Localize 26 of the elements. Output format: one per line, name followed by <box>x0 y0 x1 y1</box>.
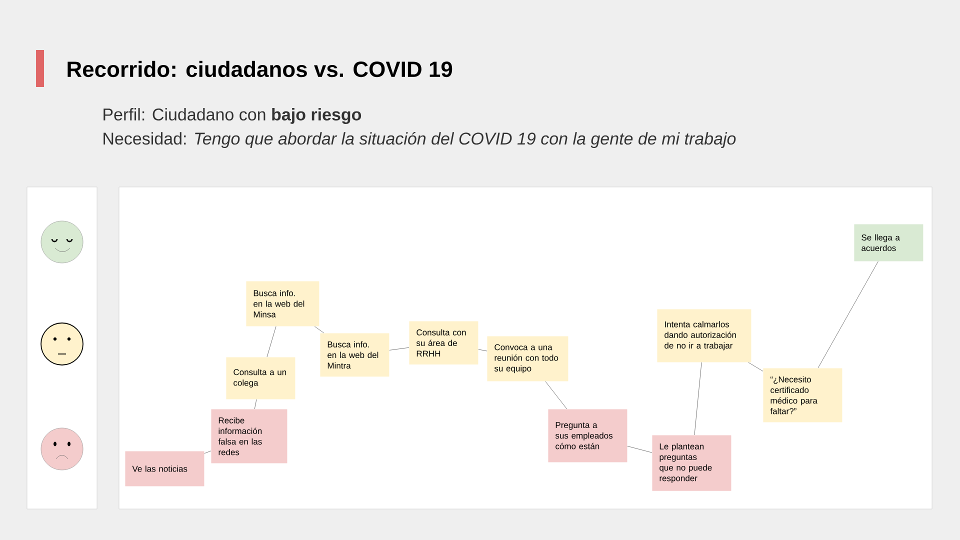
sticky-note: Busca info. en la web del Mintra <box>320 333 390 377</box>
connector-line <box>748 362 764 372</box>
sticky-note: Pregunta a sus empleados cómo están <box>548 409 628 462</box>
connector-line <box>818 261 878 368</box>
connector-line <box>266 326 276 358</box>
sticky-note: Recibe información falsa en las redes <box>211 409 288 464</box>
connector-line <box>478 349 488 352</box>
subtitle: Necesidad: Tengo que abordar la situación del COVID 19 con la gente de mi trabajo <box>104 132 736 148</box>
subtitle: Perfil: Ciudadano con bajo riesgo <box>104 108 362 124</box>
connector-line <box>545 381 568 410</box>
sticky-note: Le plantean preguntas que no puede responder <box>652 435 732 491</box>
sticky-note: Consulta con su área de RRHH <box>409 321 478 365</box>
connector-line <box>627 446 652 453</box>
connector-line <box>254 399 257 410</box>
sticky-note: Ve las noticias <box>125 451 204 486</box>
sticky-note: Intenta calmarlos dando autorización de no ir a trabajar <box>657 309 752 362</box>
connector-line <box>204 450 212 454</box>
sticky-note: Convoca a una reunión con todo su equipo <box>487 336 568 382</box>
connector-line <box>389 347 410 350</box>
connector-line <box>694 362 702 436</box>
sticky-note: Se llega a acuerdos <box>854 224 924 262</box>
sticky-note: Consulta a un colega <box>226 357 296 400</box>
connector-line <box>314 326 324 334</box>
sticky-note: “¿Necesito certificado médico para faltar?” <box>763 368 842 422</box>
title: Recorrido: ciudadanos vs. COVID 19 <box>68 60 452 78</box>
sticky-note: Busca info. en la web del Minsa <box>246 281 320 326</box>
